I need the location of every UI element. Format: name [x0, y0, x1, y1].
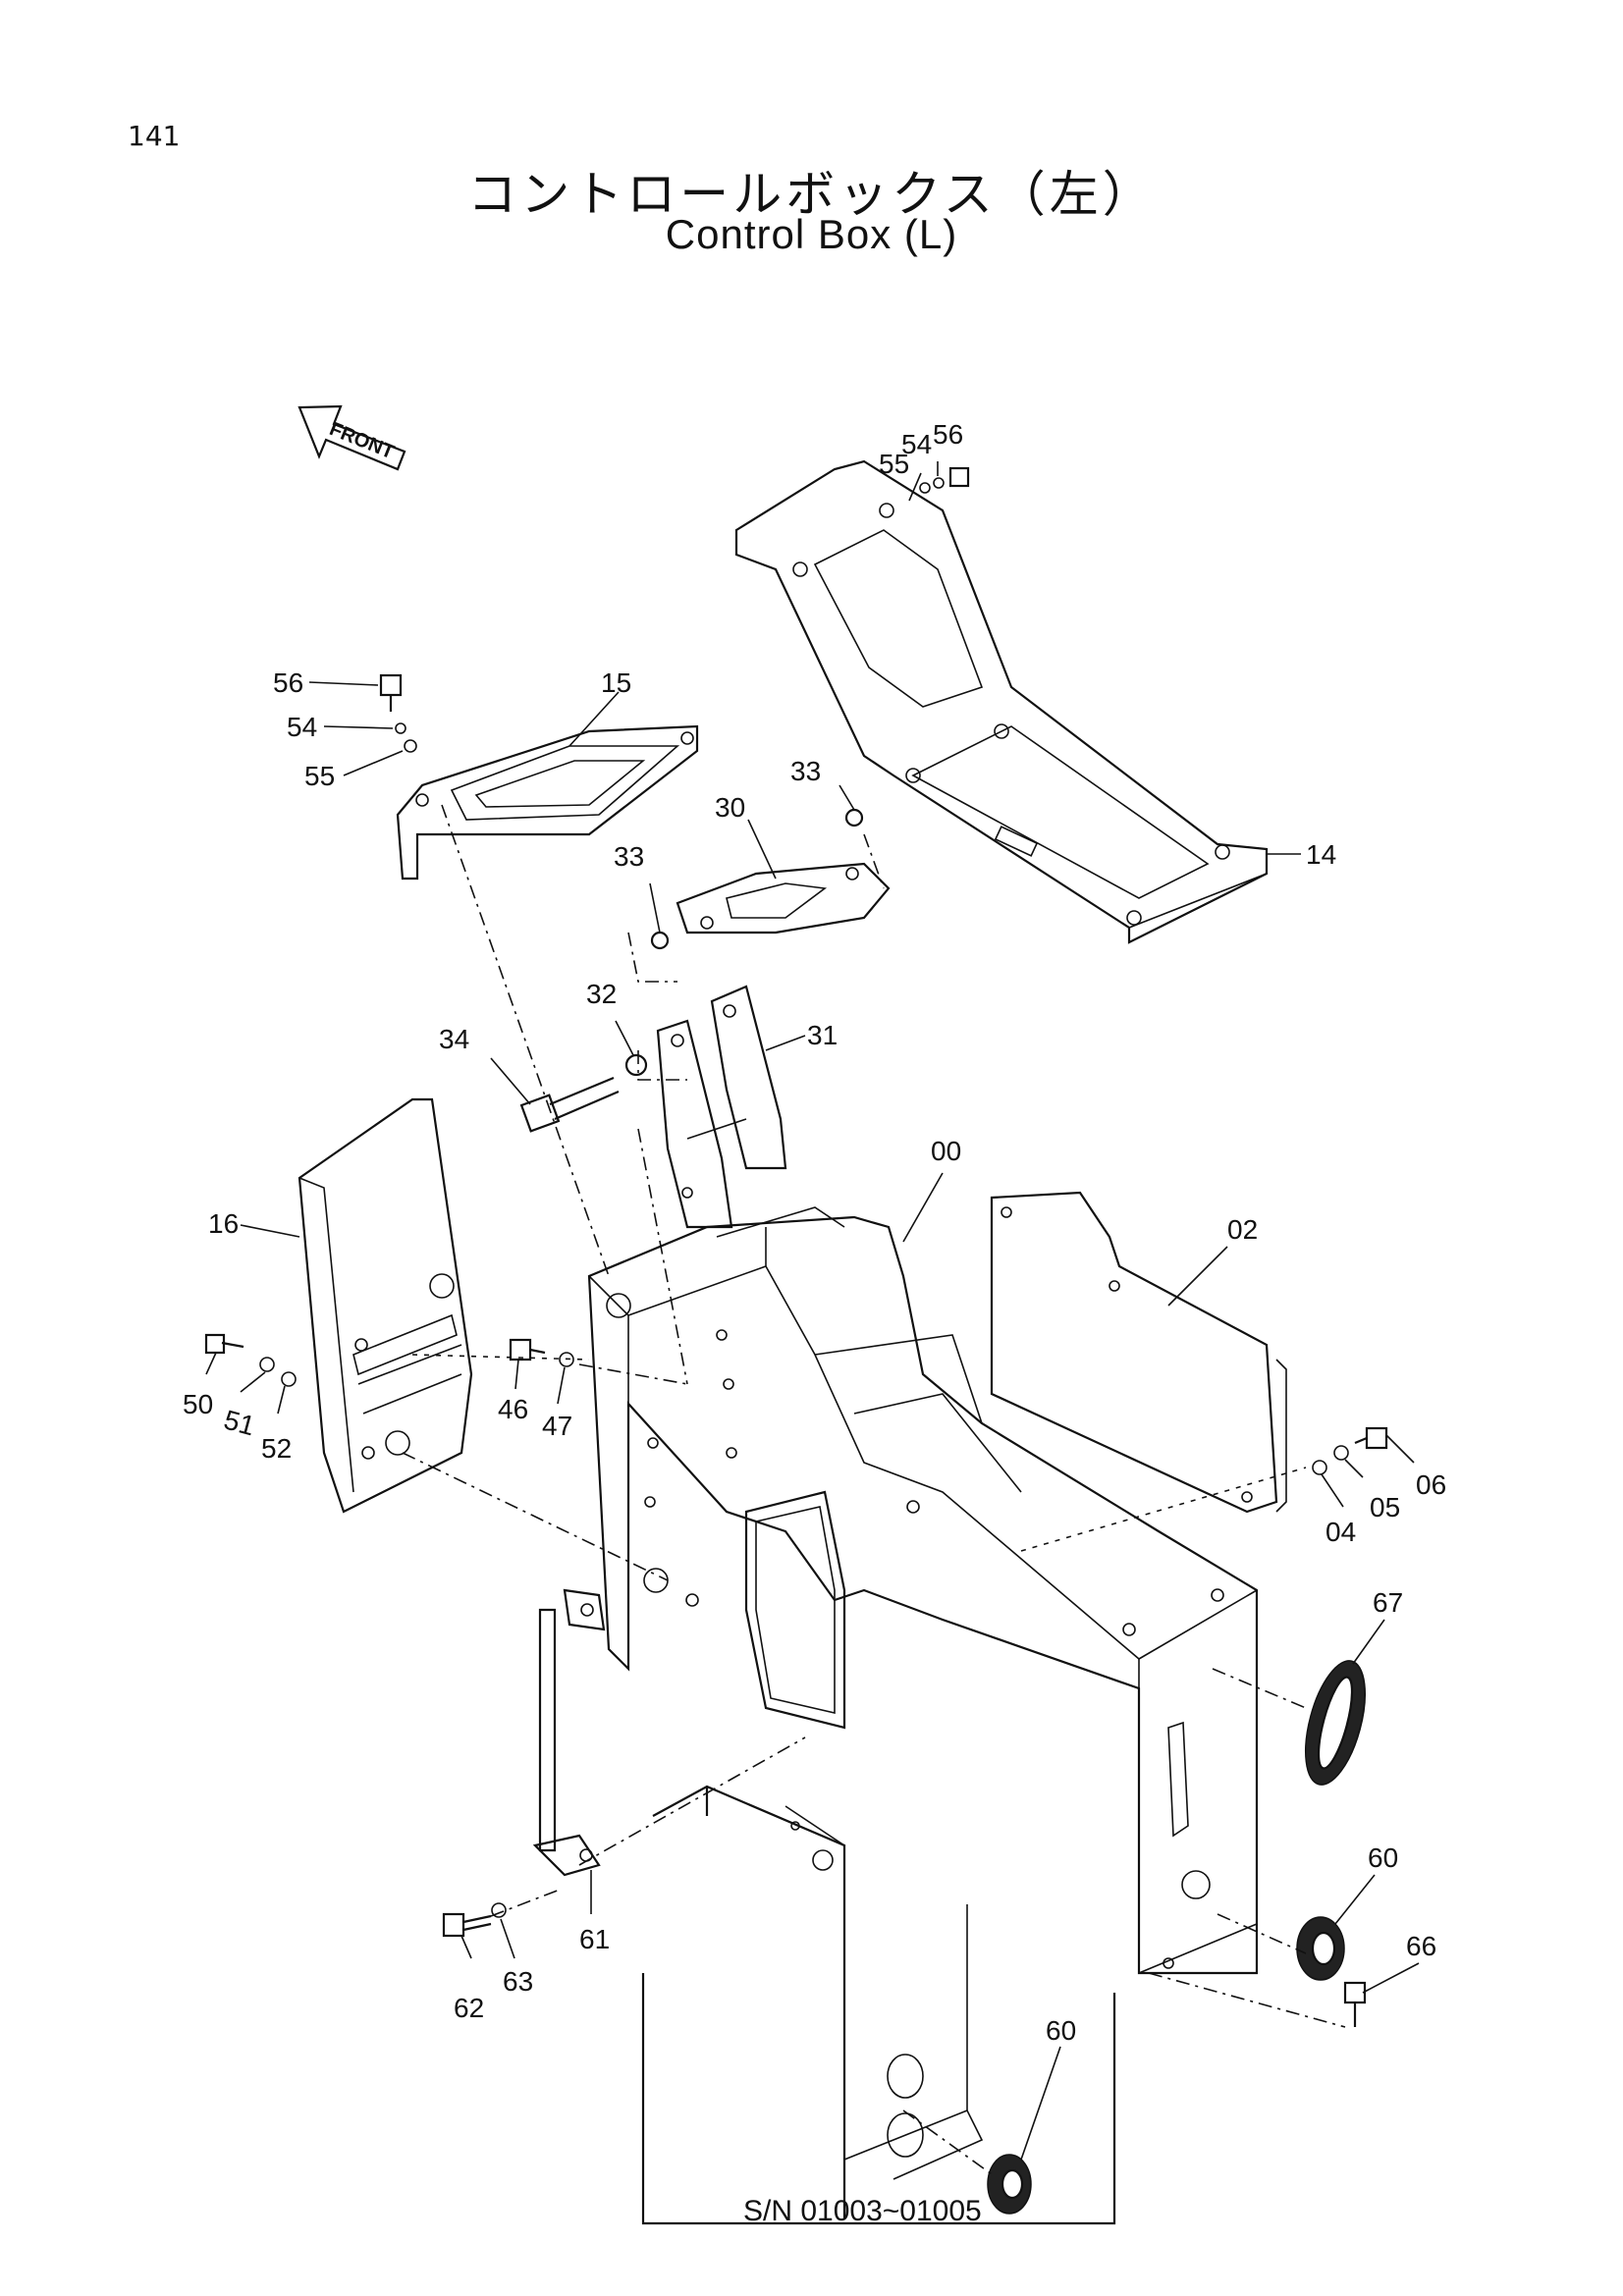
serial-note: S/N 01003~01005	[743, 2195, 982, 2227]
callout-56: 56	[933, 419, 963, 450]
washer-55	[919, 482, 931, 494]
callout-05: 05	[1370, 1492, 1400, 1522]
callout-51: 51	[221, 1404, 258, 1441]
washer-51	[259, 1357, 275, 1372]
bolt-66	[1343, 1981, 1367, 2027]
callout-14: 14	[1306, 839, 1336, 870]
title-english: Control Box (L)	[665, 211, 958, 257]
part-67-grommet	[1305, 1660, 1366, 1786]
part-31-bracket	[656, 985, 787, 1229]
title-japanese: コントロールボックス（左）	[467, 166, 1156, 223]
callout-50: 50	[183, 1389, 213, 1419]
bolt-62	[442, 1912, 492, 1938]
front-label: FRONT	[326, 418, 397, 463]
callout-47: 47	[542, 1411, 572, 1441]
washer-05	[1333, 1445, 1349, 1461]
callout-32: 32	[586, 979, 617, 1009]
callout-04: 04	[1325, 1517, 1356, 1547]
callout-54: 54	[287, 712, 317, 742]
callout-16: 16	[208, 1208, 239, 1239]
callout-55: 55	[304, 761, 335, 791]
callout-67: 67	[1373, 1587, 1403, 1618]
callout-15: 15	[601, 667, 631, 698]
callout-60: 60	[1046, 2015, 1076, 2046]
washer-54	[933, 477, 945, 489]
callout-labels: 56 54 55 15 56 54 55 14 33 30 33 32 31 3…	[183, 419, 1446, 2046]
washer-47	[559, 1352, 574, 1367]
callout-60: 60	[1368, 1842, 1398, 1873]
fastener-56	[379, 673, 403, 712]
callout-46: 46	[498, 1394, 528, 1424]
callout-30: 30	[715, 792, 745, 823]
assembly-lines	[402, 804, 1346, 2175]
part-16-side-cover	[298, 1097, 473, 1514]
part-34-bolt	[519, 1076, 620, 1133]
callout-61: 61	[579, 1924, 610, 1954]
callout-66: 66	[1406, 1931, 1436, 1961]
part-33-ring	[650, 931, 670, 950]
washer-04	[1312, 1460, 1327, 1475]
bolt-46	[509, 1338, 546, 1362]
callout-33: 33	[614, 841, 644, 872]
callout-54: 54	[901, 429, 932, 459]
washer-63	[491, 1902, 507, 1918]
serial-variant-inset: S/N 01003~01005	[641, 1785, 1116, 2227]
part-60-grommet	[987, 2154, 1032, 2215]
part-61-support-rod	[532, 1588, 606, 1877]
callout-31: 31	[807, 1020, 838, 1050]
part-60-grommet	[1296, 1916, 1345, 1981]
callout-56: 56	[273, 667, 303, 698]
front-arrow-icon: FRONT	[298, 404, 406, 471]
callout-52: 52	[261, 1433, 292, 1464]
part-14-armrest-cover	[734, 459, 1269, 944]
bolt-06	[1354, 1426, 1388, 1450]
callout-33: 33	[790, 756, 821, 786]
part-15-top-plate	[396, 724, 699, 881]
page-number: 141	[128, 120, 181, 152]
callout-34: 34	[439, 1024, 469, 1054]
callout-55: 55	[879, 449, 909, 479]
leader-lines	[205, 461, 1420, 2161]
part-02-side-panel	[990, 1191, 1287, 1514]
washer-54	[395, 722, 406, 734]
callout-02: 02	[1227, 1214, 1258, 1245]
callout-06: 06	[1416, 1469, 1446, 1500]
callout-63: 63	[503, 1966, 533, 1997]
callout-62: 62	[454, 1993, 484, 2023]
part-32-washer	[624, 1053, 648, 1077]
washer-52	[281, 1371, 297, 1387]
bolt-50	[204, 1333, 244, 1355]
callout-00: 00	[931, 1136, 961, 1166]
part-33-ring	[844, 808, 864, 828]
part-00-control-box-body	[587, 1206, 1259, 1975]
washer-55	[404, 739, 417, 753]
part-30-plate	[676, 862, 891, 934]
fastener-56	[948, 466, 970, 488]
